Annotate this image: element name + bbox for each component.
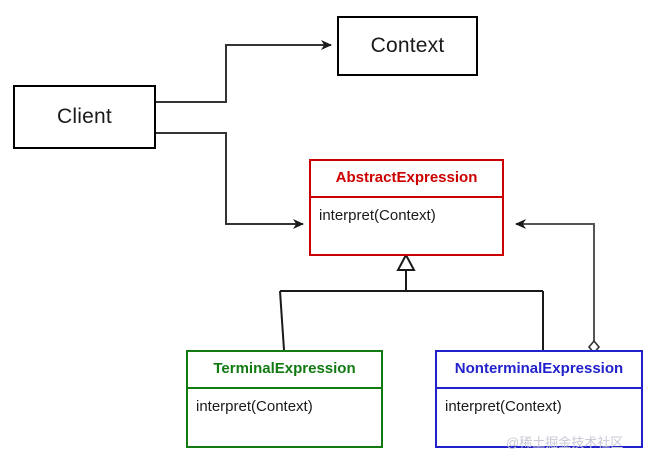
class-node-abstract-expression[interactable]: AbstractExpression interpret(Context) bbox=[309, 159, 504, 256]
class-node-terminal-expression[interactable]: TerminalExpression interpret(Context) bbox=[186, 350, 383, 448]
edge-client-to-abstract-expression bbox=[156, 132, 304, 229]
class-node-nonterminal-expression[interactable]: NonterminalExpression interpret(Context) bbox=[435, 350, 643, 448]
class-node-abstract-expression-title: AbstractExpression bbox=[311, 161, 502, 198]
class-node-context[interactable]: Context bbox=[337, 16, 478, 76]
class-node-abstract-expression-method: interpret(Context) bbox=[319, 206, 436, 224]
class-node-nonterminal-expression-title: NonterminalExpression bbox=[437, 352, 641, 389]
class-node-terminal-expression-title: TerminalExpression bbox=[188, 352, 381, 389]
edge-generalization-tree bbox=[279, 252, 544, 351]
class-node-client-title: Client bbox=[57, 105, 112, 128]
hollow-triangle-icon bbox=[396, 252, 416, 271]
class-node-nonterminal-expression-method: interpret(Context) bbox=[445, 397, 562, 415]
watermark-text: @稀土掘金技术社区 bbox=[506, 435, 624, 450]
class-node-context-title: Context bbox=[370, 34, 445, 57]
edge-nonterminal-aggregates-abstract bbox=[515, 219, 601, 355]
class-node-terminal-expression-method: interpret(Context) bbox=[196, 397, 313, 415]
edge-client-to-context bbox=[156, 40, 332, 103]
class-node-client[interactable]: Client bbox=[13, 85, 156, 149]
